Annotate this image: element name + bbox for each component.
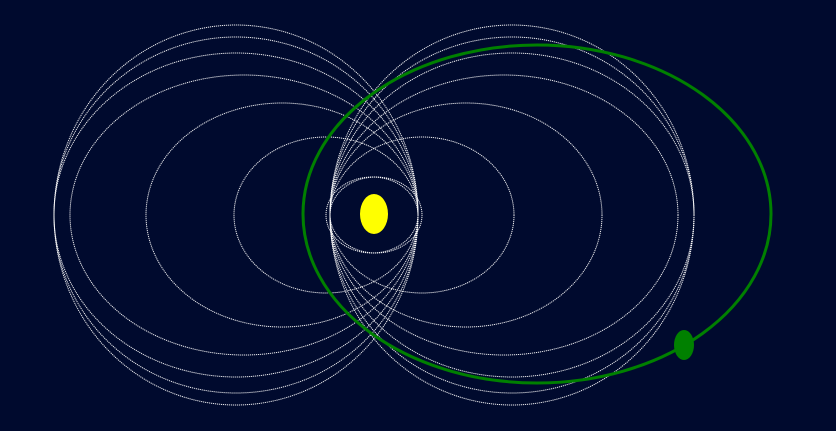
sun-marker	[360, 194, 388, 234]
right-ring-7	[329, 24, 695, 406]
left-ring-7	[53, 24, 419, 406]
right-ring-group	[329, 24, 695, 406]
planet-orbit-ellipse	[301, 43, 773, 385]
planet-marker	[674, 330, 694, 360]
left-ring-group	[53, 24, 419, 406]
